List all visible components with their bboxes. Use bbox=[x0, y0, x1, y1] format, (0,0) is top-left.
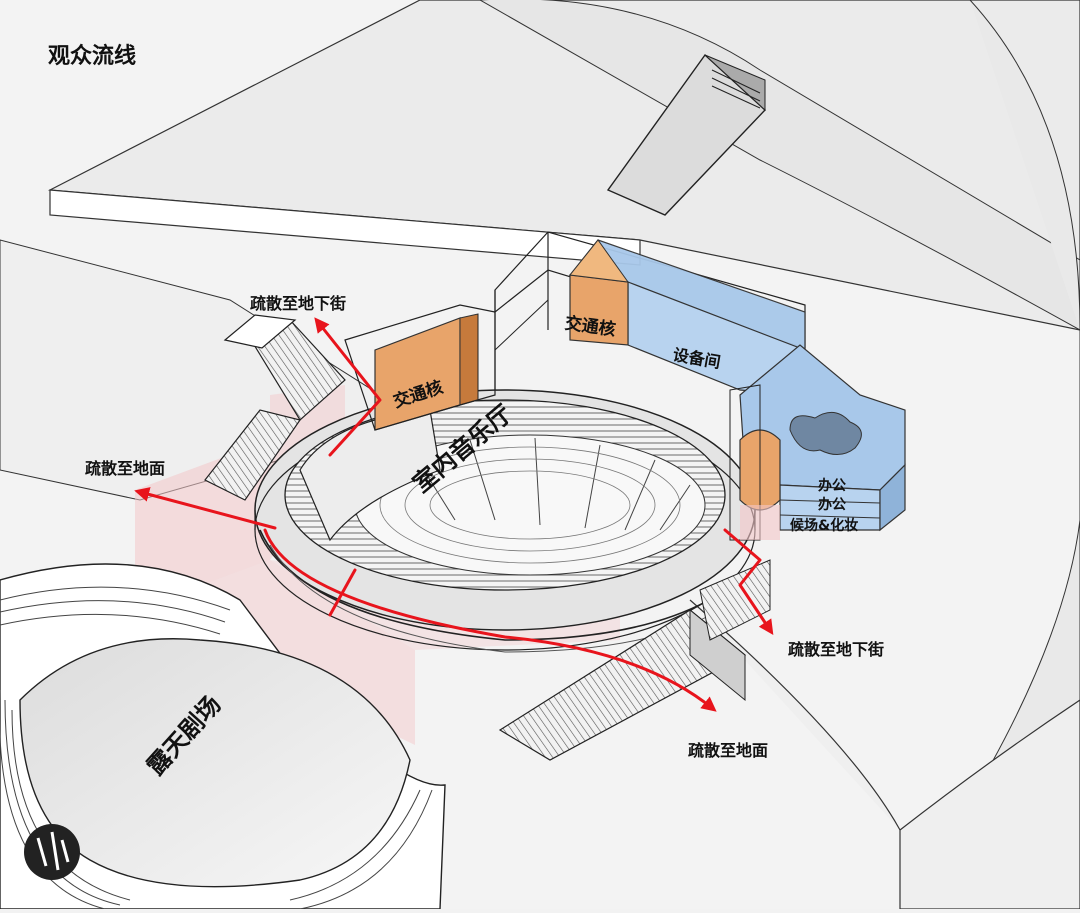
logo-seal bbox=[24, 824, 80, 880]
label-office-2: 办公 bbox=[818, 494, 846, 514]
label-evac-ground-left: 疏散至地面 bbox=[85, 455, 165, 479]
label-office-1: 办公 bbox=[818, 475, 846, 495]
diagram-title: 观众流线 bbox=[48, 38, 136, 70]
label-evac-underground-right: 疏散至地下街 bbox=[788, 636, 884, 660]
label-evac-underground-top: 疏散至地下街 bbox=[250, 290, 346, 314]
label-evac-ground-bottom: 疏散至地面 bbox=[688, 737, 768, 761]
label-waiting-makeup: 候场&化妆 bbox=[790, 515, 858, 535]
